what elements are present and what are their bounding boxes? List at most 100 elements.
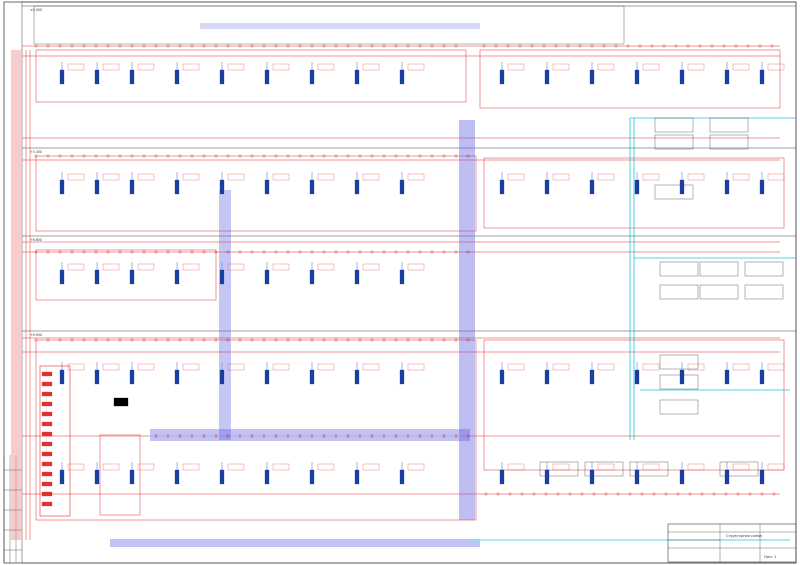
breaker-symbol (70, 154, 74, 158)
breaker-symbol (698, 44, 702, 48)
breaker-symbol (178, 250, 182, 254)
device-label-box (407, 363, 425, 371)
breaker-symbol (430, 250, 434, 254)
device-label-box (732, 173, 750, 181)
device-stack (759, 69, 765, 85)
breaker-symbol (202, 434, 206, 438)
breaker-symbol (226, 154, 230, 158)
device-stack (589, 179, 595, 195)
breaker-symbol (310, 338, 314, 342)
breaker-symbol (250, 154, 254, 158)
device-label-box (362, 463, 380, 471)
device-stack (724, 369, 730, 385)
breaker-symbol (454, 154, 458, 158)
equipment-box (699, 261, 739, 277)
breaker-symbol (310, 250, 314, 254)
breaker-symbol (274, 44, 278, 48)
breaker-symbol (346, 338, 350, 342)
breaker-symbol (370, 434, 374, 438)
breaker-symbol (406, 154, 410, 158)
breaker-symbol (566, 44, 570, 48)
breaker-symbol (542, 44, 546, 48)
breaker-symbol (58, 44, 62, 48)
breaker-symbol (70, 44, 74, 48)
device-stack (309, 469, 315, 485)
breaker-symbol (358, 434, 362, 438)
breaker-symbol (322, 44, 326, 48)
breaker-symbol (544, 492, 548, 496)
breaker-symbol (556, 492, 560, 496)
breaker-symbol (298, 44, 302, 48)
breaker-symbol (190, 154, 194, 158)
breaker-symbol (154, 434, 158, 438)
device-label-box (317, 463, 335, 471)
breaker-symbol (94, 250, 98, 254)
device-stack (309, 179, 315, 195)
breaker-symbol (82, 154, 86, 158)
breaker-symbol (166, 154, 170, 158)
floor-zone-outline (35, 49, 467, 103)
breaker-symbol (46, 154, 50, 158)
device-label-box (767, 63, 785, 71)
breaker-symbol (518, 44, 522, 48)
breaker-symbol (82, 338, 86, 342)
breaker-symbol (106, 154, 110, 158)
device-label-box (227, 463, 245, 471)
device-stack (129, 369, 135, 385)
breaker-symbol (370, 250, 374, 254)
breaker-symbol (262, 44, 266, 48)
title-block-sheet-name: Структурная схема (726, 534, 762, 538)
cabinet-breaker (41, 371, 53, 377)
breaker-symbol (46, 338, 50, 342)
device-stack (679, 69, 685, 85)
breaker-symbol (94, 338, 98, 342)
breaker-symbol (712, 492, 716, 496)
device-stack (589, 69, 595, 85)
device-stack (724, 469, 730, 485)
device-stack (219, 369, 225, 385)
breaker-symbol (298, 434, 302, 438)
cabinet-breaker (41, 451, 53, 457)
breaker-symbol (758, 44, 762, 48)
breaker-symbol (626, 44, 630, 48)
device-label-box (507, 363, 525, 371)
breaker-symbol (334, 434, 338, 438)
breaker-symbol (662, 44, 666, 48)
floor-level-label: +9.900 (30, 333, 42, 337)
breaker-symbol (506, 44, 510, 48)
breaker-symbol (334, 250, 338, 254)
device-stack (679, 469, 685, 485)
floor-zone-outline (35, 155, 477, 232)
device-label-box (182, 173, 200, 181)
breaker-symbol (46, 44, 50, 48)
cabinet-breaker (41, 501, 53, 507)
device-stack (544, 179, 550, 195)
breaker-symbol (418, 434, 422, 438)
device-stack (499, 469, 505, 485)
breaker-symbol (370, 154, 374, 158)
breaker-symbol (322, 250, 326, 254)
device-stack (399, 69, 405, 85)
device-label-box (317, 363, 335, 371)
breaker-symbol (334, 338, 338, 342)
device-label-box (407, 173, 425, 181)
device-stack (679, 369, 685, 385)
breaker-symbol (274, 250, 278, 254)
device-label-box (642, 173, 660, 181)
device-stack (634, 69, 640, 85)
breaker-symbol (358, 154, 362, 158)
breaker-symbol (34, 44, 38, 48)
device-stack (59, 369, 65, 385)
breaker-symbol (238, 434, 242, 438)
device-label-box (272, 173, 290, 181)
equipment-box (744, 261, 784, 277)
device-stack (219, 179, 225, 195)
breaker-symbol (262, 250, 266, 254)
breaker-symbol (70, 250, 74, 254)
breaker-symbol (214, 434, 218, 438)
device-label-box (732, 63, 750, 71)
device-stack (264, 269, 270, 285)
breaker-symbol (674, 44, 678, 48)
breaker-symbol (382, 338, 386, 342)
breaker-symbol (106, 44, 110, 48)
